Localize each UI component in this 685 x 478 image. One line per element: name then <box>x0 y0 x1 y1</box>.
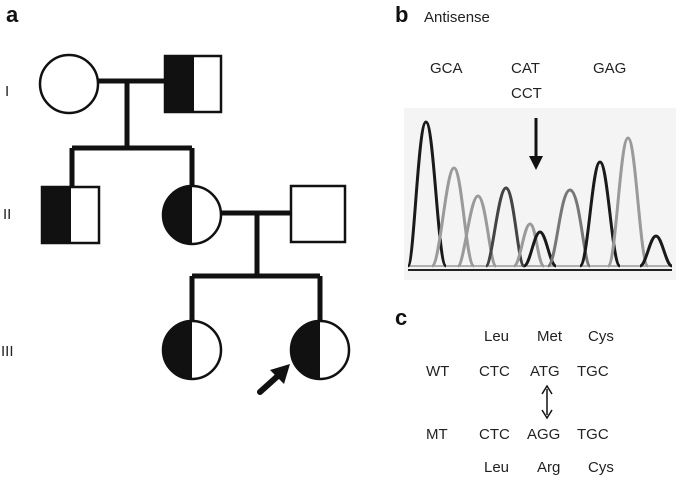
codon-cct: CCT <box>511 85 542 102</box>
affected-fill <box>163 321 192 379</box>
male-square <box>40 185 101 245</box>
peak-5 <box>512 222 546 268</box>
panel-b-letter: b <box>395 2 408 27</box>
wt-label: WT <box>426 363 449 380</box>
aa-top-3: Cys <box>588 328 614 345</box>
mt-codon-1: CTC <box>479 426 510 443</box>
individual-II-1-male <box>40 185 101 245</box>
aa-bottom-3: Cys <box>588 459 614 476</box>
generation-label-3: III <box>1 343 14 360</box>
individual-III-2-female-proband <box>289 319 351 381</box>
aa-bottom-2: Arg <box>537 459 560 476</box>
affected-fill <box>42 187 71 243</box>
aa-top-1: Leu <box>484 328 509 345</box>
panel-c-letter: c <box>395 305 407 330</box>
codon-cat: CAT <box>511 60 540 77</box>
pedigree-lines <box>69 78 323 321</box>
wt-codon-2: ATG <box>530 363 560 380</box>
double-arrow-icon <box>541 384 553 420</box>
mt-codon-3: TGC <box>577 426 609 443</box>
individual-I-2-male <box>163 54 223 114</box>
peak-4 <box>484 186 526 268</box>
individual-II-3-male <box>289 184 347 244</box>
chromatogram <box>404 108 676 280</box>
codon-gag: GAG <box>593 60 626 77</box>
mt-label: MT <box>426 426 448 443</box>
peak-10 <box>639 234 673 268</box>
generation-label-1: I <box>5 83 9 100</box>
affected-fill <box>163 186 192 244</box>
proband-arrow-icon <box>257 364 290 395</box>
female-circle <box>289 319 351 381</box>
female-circle <box>161 319 223 381</box>
wt-codon-3: TGC <box>577 363 609 380</box>
affected-fill <box>291 321 320 379</box>
affected-fill <box>165 56 194 112</box>
wt-codon-1: CTC <box>479 363 510 380</box>
codon-gca: GCA <box>430 60 463 77</box>
panel-a-letter: a <box>6 2 19 27</box>
peak-2 <box>430 166 476 268</box>
mutation-arrow-icon <box>529 118 543 170</box>
individual-I-1-female <box>38 53 100 115</box>
male-square <box>163 54 223 114</box>
generation-label-2: II <box>3 206 11 223</box>
aa-top-2: Met <box>537 328 563 345</box>
mt-codon-2: AGG <box>527 426 560 443</box>
chromatogram-background <box>404 108 676 280</box>
panel-b-title: Antisense <box>424 9 490 26</box>
female-circle <box>161 184 223 246</box>
peak-9 <box>606 136 650 268</box>
aa-bottom-1: Leu <box>484 459 509 476</box>
individual-II-2-female <box>161 184 223 246</box>
individual-III-1-female <box>161 319 223 381</box>
